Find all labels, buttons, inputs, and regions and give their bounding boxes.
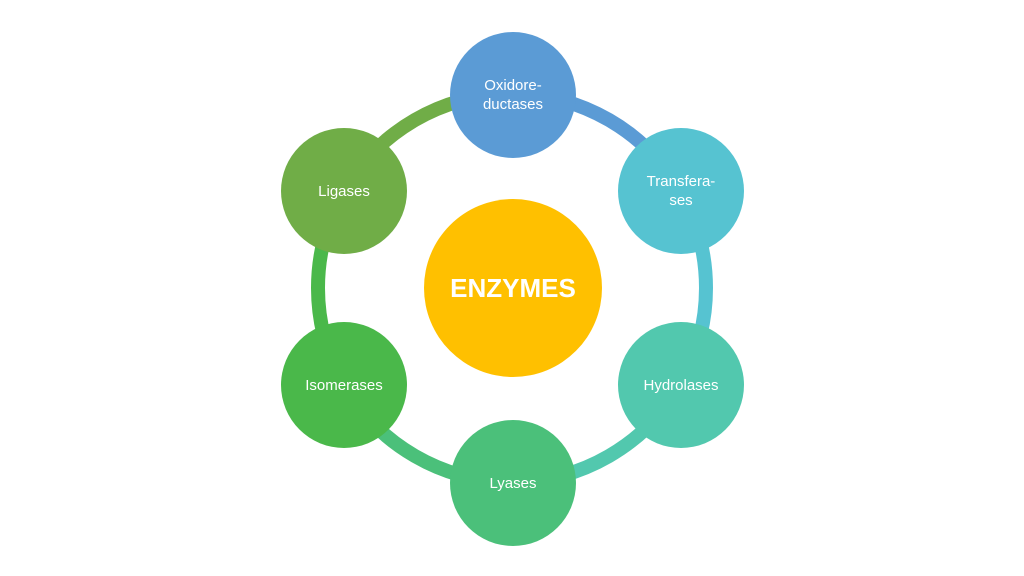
node-hydrolases: Hydrolases [618, 322, 744, 448]
node-hydrolases-label: Hydrolases [643, 376, 719, 394]
node-lyases-label: Lyases [489, 474, 537, 492]
center-node-enzymes: ENZYMES [424, 199, 602, 377]
node-isomerases: Isomerases [281, 322, 407, 448]
node-ligases-label: Ligases [318, 182, 370, 200]
node-transferases: Transfera- ses [618, 128, 744, 254]
center-node-label: ENZYMES [450, 272, 576, 303]
node-ligases: Ligases [281, 128, 407, 254]
node-isomerases-label: Isomerases [305, 376, 383, 394]
node-transferases-label: Transfera- ses [646, 173, 716, 209]
node-oxidoreductases-label: Oxidore- ductases [482, 77, 544, 113]
node-lyases: Lyases [450, 420, 576, 546]
node-oxidoreductases: Oxidore- ductases [450, 32, 576, 158]
